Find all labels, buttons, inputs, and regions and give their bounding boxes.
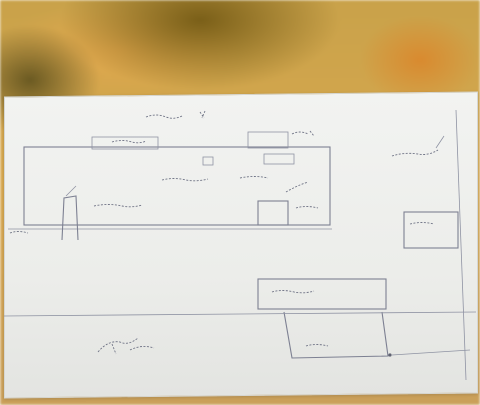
right-margin-label: [391, 149, 439, 157]
title-scribble: [145, 110, 206, 119]
inner-text-3: [93, 204, 143, 208]
lower-box-lower: [283, 311, 389, 359]
left-door-arrow: [65, 185, 77, 197]
right-door-label: [295, 206, 319, 209]
top-right-label: [291, 130, 315, 137]
left-door: [61, 195, 79, 241]
right-door: [257, 200, 289, 226]
lower-box-upper-label: [271, 290, 315, 294]
inner-label-box: [263, 153, 295, 165]
top-box-left-label: [111, 140, 147, 144]
top-box-right: [247, 131, 289, 149]
lower-box-lower-label: [305, 344, 329, 347]
left-corner-label: [9, 231, 29, 234]
main-plan-rectangle: [23, 146, 331, 226]
pencil-dot: [388, 353, 392, 357]
inner-text-2: [239, 176, 269, 179]
paper-right-edge-line: [455, 109, 467, 381]
inner-text-1: [161, 178, 209, 182]
bottom-left-scribble: [97, 337, 155, 355]
paper-crease: [3, 311, 477, 317]
side-box-label: [409, 222, 435, 225]
inner-text-4: [285, 181, 309, 193]
right-margin-tick: [435, 135, 445, 149]
side-box: [403, 211, 459, 249]
lower-right-line: [391, 349, 471, 356]
inner-small-box: [202, 156, 214, 166]
top-box-left: [91, 136, 159, 150]
lower-box-upper: [257, 278, 387, 310]
